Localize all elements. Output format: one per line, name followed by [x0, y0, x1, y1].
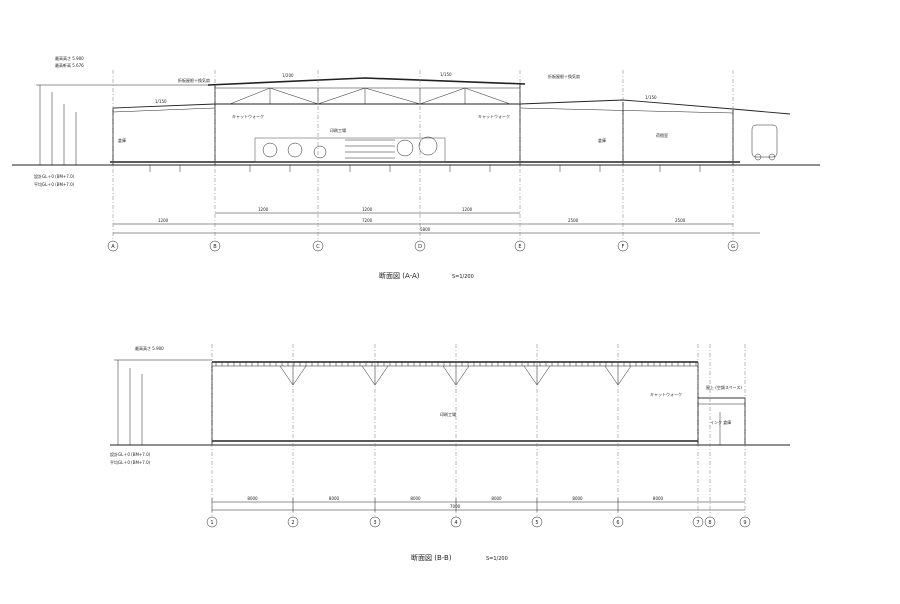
a-dim-upper-3: 1200 — [462, 207, 473, 212]
b-axis-label-1: 1 — [210, 520, 213, 526]
section-b-scale: S=1/200 — [486, 556, 508, 562]
b-upper-room-label: 屋上 (空調スペース) — [706, 384, 742, 390]
b-dim-span-4: 8000 — [491, 496, 502, 501]
annex-box — [697, 397, 746, 446]
b-axis-label-8: 8 — [708, 520, 711, 526]
b-dim-span-3: 8000 — [410, 496, 421, 501]
section-b-title: 断面図 (B-B) — [411, 553, 452, 562]
a-dim-right-1: 2500 — [568, 218, 579, 223]
truss-brackets-b — [279, 365, 632, 386]
a-catwalk-left-label: キャットウォーク — [232, 113, 264, 119]
a-axis-bubble-B — [209, 240, 221, 252]
a-axis-bubble-A — [107, 240, 119, 252]
a-dim-overall-3: 5800 — [420, 227, 431, 232]
a-axis-label-B: B — [213, 244, 217, 250]
section-a-scale: S=1/200 — [452, 274, 474, 280]
b-dim-span-5: 8000 — [572, 496, 583, 501]
b-axis-bubble-3 — [369, 516, 381, 528]
b-axis-label-4: 4 — [454, 520, 457, 526]
axis-grid-a: A B C D E F G — [107, 70, 739, 252]
b-dim-span-2: 8000 — [329, 496, 340, 501]
a-roof-height-label: 最高高さ 5.900 — [55, 55, 84, 61]
a-room-left: 倉庫 — [118, 137, 126, 143]
a-gl-label-2: 平均GL＋0 (BM+7.0) — [34, 181, 75, 187]
b-dim-span-1: 8000 — [247, 496, 258, 501]
b-axis-label-9: 9 — [743, 520, 746, 526]
b-axis-bubble-6 — [612, 516, 624, 528]
a-slope-label-1: 1/200 — [282, 73, 294, 78]
b-axis-label-6: 6 — [616, 520, 619, 526]
a-slope-label-2: 1/150 — [440, 72, 452, 77]
b-axis-label-2: 2 — [291, 520, 294, 526]
b-dim-span-labels: 8000 8000 8000 8000 8000 8000 — [211, 496, 664, 512]
a-slope-label-3: 1/150 — [155, 99, 167, 104]
a-roofing-left-label: 折板屋根＋換気扇 — [178, 77, 210, 83]
a-dim-overall-2: 7200 — [362, 218, 373, 223]
roof-purlins-b — [215, 362, 697, 366]
truck-figure — [751, 124, 778, 161]
height-dims-b — [114, 359, 212, 445]
truss-web-a — [229, 87, 511, 105]
b-ink-room-label: インク 倉庫 — [710, 419, 731, 425]
a-axis-bubble-F — [617, 240, 629, 252]
a-dim-upper-2: 1200 — [362, 207, 373, 212]
a-dim-right-2: 2500 — [675, 218, 686, 223]
left-wing-ceiling — [112, 107, 216, 113]
a-axis-bubble-C — [312, 240, 324, 252]
a-eave-height-label: 最高軒高 5.676 — [55, 62, 84, 68]
b-gl-label-1: 設計GL＋0 (BM+7.0) — [110, 451, 151, 457]
main-roof — [207, 77, 526, 86]
right-wing-roof — [519, 99, 791, 115]
a-axis-label-D: D — [418, 244, 422, 250]
height-dims-a — [36, 84, 215, 165]
b-axis-bubble-9 — [739, 516, 751, 528]
a-axis-bubble-D — [414, 240, 426, 252]
section-a-title: 断面図 (A-A) — [379, 271, 420, 280]
b-catwalk-label: キャットウォーク — [650, 391, 682, 397]
b-axis-bubble-7 — [692, 516, 704, 528]
a-room-loading: 荷捌室 — [656, 132, 668, 138]
a-slope-label-4: 1/150 — [645, 95, 657, 100]
b-axis-bubble-2 — [287, 516, 299, 528]
b-roof-height-label: 最高高さ 5.900 — [135, 345, 164, 351]
b-dim-total: 7000 — [450, 504, 461, 509]
axis-grid-b: 1 2 3 4 5 6 7 8 9 — [206, 344, 751, 528]
b-axis-label-7: 7 — [696, 520, 699, 526]
b-axis-label-3: 3 — [373, 520, 376, 526]
foundation-ticks-a — [149, 165, 701, 172]
right-wing-ceiling — [519, 107, 734, 114]
b-gl-label-2: 平均GL＋0 (BM+7.0) — [110, 459, 151, 465]
b-axis-bubble-4 — [450, 516, 462, 528]
a-gl-label-1: 設計GL＋0 (BM+7.0) — [34, 173, 75, 179]
a-room-right: 倉庫 — [598, 137, 606, 143]
b-dim-span-6: 8000 — [653, 496, 664, 501]
b-axis-bubble-8 — [704, 516, 716, 528]
a-dim-upper-1: 1200 — [258, 207, 269, 212]
a-axis-bubble-G — [727, 240, 739, 252]
a-room-print: 印刷工場 — [330, 127, 346, 133]
a-axis-label-E: E — [518, 244, 521, 250]
printing-machinery — [254, 136, 446, 163]
a-axis-label-A: A — [111, 244, 115, 250]
left-wing-roof — [112, 103, 216, 165]
b-axis-bubble-1 — [206, 516, 218, 528]
section-a-drawing: 最高高さ 5.900 最高軒高 5.676 折板屋根＋換気扇 折板屋根＋換気扇 … — [12, 55, 820, 280]
a-axis-bubble-E — [514, 240, 526, 252]
a-axis-label-F: F — [622, 244, 625, 250]
b-axis-bubble-5 — [531, 516, 543, 528]
a-axis-label-G: G — [731, 244, 735, 250]
b-axis-label-5: 5 — [535, 520, 538, 526]
a-roofing-right-label: 折板屋根＋換気扇 — [548, 73, 580, 79]
b-room-label: 印刷工場 — [440, 411, 456, 417]
a-dim-overall-1: 1200 — [158, 218, 169, 223]
a-axis-label-C: C — [316, 244, 320, 250]
a-catwalk-right-label: キャットウォーク — [478, 113, 510, 119]
section-b-drawing: 最高高さ 5.900 キャットウォーク 屋上 (空調スペース) インク 倉庫 印… — [110, 344, 790, 562]
